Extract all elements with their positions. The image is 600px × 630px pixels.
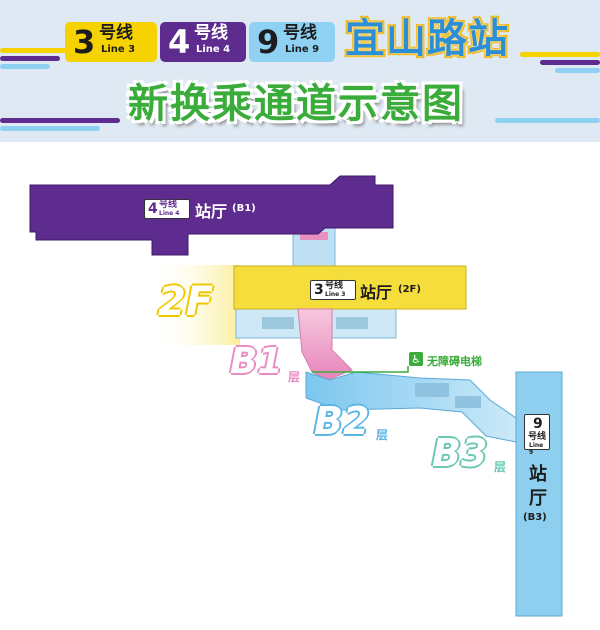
wheelchair-icon: [409, 352, 423, 366]
decor-stripe: [540, 60, 600, 65]
floor-b1-suffix: 层: [288, 370, 301, 384]
floor-b1-label: B1: [230, 341, 283, 382]
line9-cn: 号线: [283, 23, 317, 43]
line3-hall-cn: 号线: [325, 281, 344, 291]
escalator-b3: [455, 396, 481, 408]
escalator-left: [262, 317, 294, 329]
line4-number: 4: [168, 23, 191, 61]
accessible-leader-line: [312, 366, 409, 373]
line3-number: 3: [73, 23, 96, 61]
line4-hall-shape: [29, 175, 394, 256]
line4-en: Line 4: [196, 44, 231, 55]
escalator-b2: [415, 383, 449, 397]
line4-badge: 4 号线 Line 4: [160, 22, 246, 62]
line3-en: Line 3: [101, 44, 136, 55]
decor-stripe: [0, 56, 60, 61]
decor-stripe: [555, 68, 600, 73]
page-subtitle: 新换乘通道示意图: [128, 81, 464, 127]
line9-badge: 9 号线 Line 9: [249, 22, 335, 62]
header-banner: 3 号线 Line 3 4 号线 Line 4 9 号线 Line 9 宜山路站…: [0, 0, 600, 142]
line3-hall-en: Line 3: [325, 291, 346, 298]
line4-hall-badge: 4 号线 Line 4: [144, 199, 190, 219]
decor-stripe: [520, 52, 600, 57]
line9-hall-shape: [515, 371, 563, 617]
line9-hall-en: Line 9: [529, 442, 544, 456]
line9-hall-label-2: 厅: [529, 488, 547, 509]
line4-hall-en: Line 4: [159, 210, 180, 217]
decor-stripe: [495, 118, 600, 123]
line4-hall-cn: 号线: [159, 200, 178, 210]
line3-hall-label: 站厅: [360, 283, 393, 302]
decor-stripe: [0, 126, 100, 131]
line9-number: 9: [257, 23, 280, 61]
escalator-marker: [300, 232, 328, 240]
line3-hall-num: 3: [314, 282, 324, 298]
decor-stripe: [0, 48, 70, 53]
wheelchair-glyph: ♿: [411, 353, 421, 366]
line9-en: Line 9: [285, 44, 320, 55]
line4-hall-level: (B1): [232, 203, 256, 214]
floor-b3-label: B3: [432, 431, 488, 475]
decor-stripe: [0, 64, 50, 69]
line4-hall-label: 站厅: [195, 202, 228, 221]
line4-hall-num: 4: [148, 201, 158, 217]
line3-cn: 号线: [99, 23, 133, 43]
floor-b2-label: B2: [314, 399, 370, 443]
line4-cn: 号线: [194, 23, 228, 43]
line3-badge: 3 号线 Line 3: [65, 22, 157, 62]
floor-2f-label: 2F: [158, 279, 214, 325]
decor-stripe: [0, 118, 120, 123]
line3-hall-badge: 3 号线 Line 3: [310, 280, 356, 300]
b1-passage: [297, 308, 353, 381]
line9-hall-badge: 9 号线 Line 9: [524, 414, 550, 456]
line9-hall-num: 9: [533, 416, 543, 432]
floor-b2-suffix: 层: [376, 428, 389, 442]
escalator-right: [336, 317, 368, 329]
line3-hall-level: (2F): [398, 284, 421, 295]
accessible-elevator-label: 无障碍电梯: [427, 355, 482, 368]
floor-b3-suffix: 层: [494, 460, 507, 474]
line9-hall-label-1: 站: [529, 464, 547, 485]
line9-hall-level: (B3): [523, 512, 547, 523]
floor-2f-glow: [150, 265, 240, 345]
line9-hall-cn: 号线: [528, 432, 547, 442]
station-name: 宜山路站: [345, 16, 509, 62]
